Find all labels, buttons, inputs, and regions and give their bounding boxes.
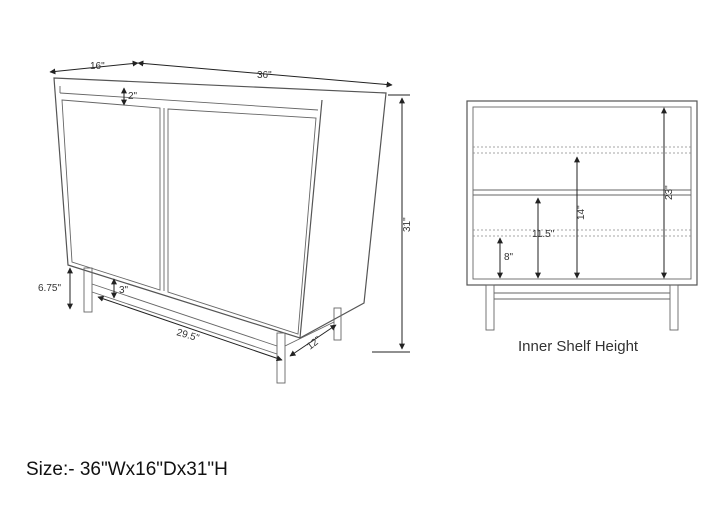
dim-width-label: 36" <box>257 70 272 81</box>
shelf-view-legs <box>485 284 679 331</box>
dim-leg-depth-label: 12" <box>305 334 324 352</box>
dim-shelf-total-label: 23" <box>664 185 675 200</box>
shelf-outer-frame <box>466 100 698 286</box>
cabinet-front-edge <box>299 99 323 339</box>
cabinet-iso-view: 16" 36" 2" 31" 6.75" 3" 29.5" 12" <box>38 60 413 384</box>
dim-height-label: 31" <box>402 217 413 232</box>
size-text: Size:- 36"Wx16"Dx31"H <box>26 459 228 480</box>
dim-depth-label: 16" <box>90 61 105 72</box>
dim-shelf-lower-label: 8" <box>504 252 514 263</box>
right-door <box>167 108 317 335</box>
dim-base-bar-label: 3" <box>119 285 129 296</box>
cabinet-outline <box>53 77 387 339</box>
dim-top-rail-label: 2" <box>128 91 138 102</box>
dim-inner-width-label: 29.5" <box>175 327 201 344</box>
dim-leg-height-label: 6.75" <box>38 283 61 294</box>
left-door <box>61 99 161 291</box>
shelf-inner-frame <box>472 106 692 280</box>
shelf-front-view: 23" 14" 11.5" 8" Inner Shelf Height <box>466 100 698 355</box>
inner-shelf-caption: Inner Shelf Height <box>518 338 639 355</box>
cabinet-top-rail <box>59 92 319 111</box>
dim-shelf-mid-label: 11.5" <box>532 229 555 240</box>
dim-shelf-upper-label: 14" <box>576 205 587 220</box>
